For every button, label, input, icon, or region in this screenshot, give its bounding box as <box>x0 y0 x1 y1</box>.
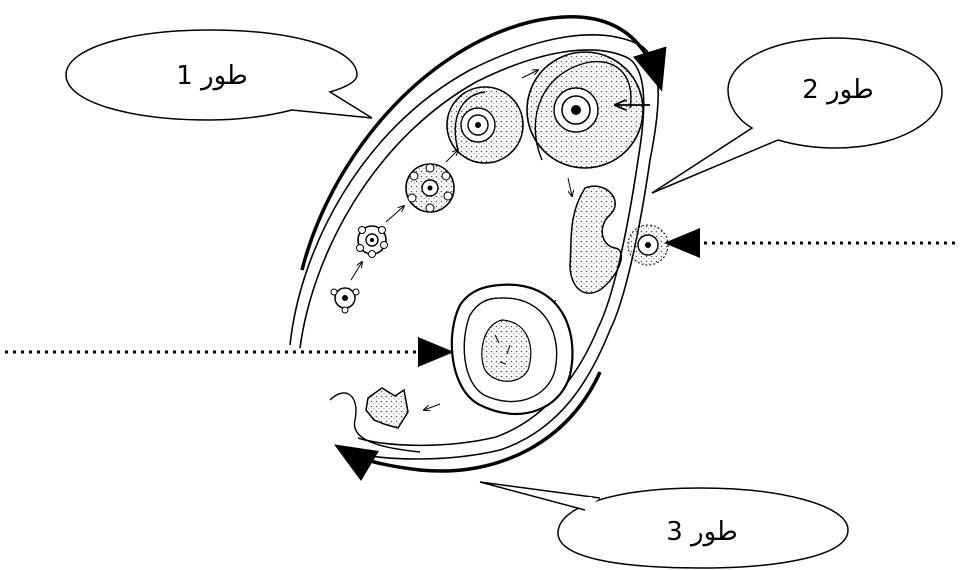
graafian-follicle <box>527 52 643 168</box>
primary-follicle <box>357 226 388 258</box>
secondary-follicle <box>406 164 454 212</box>
tertiary-follicle <box>447 87 523 163</box>
phase-1-callout: طور 1 <box>66 30 372 120</box>
phase-3-label: طور 3 <box>666 517 738 547</box>
phase-2-callout: طور 2 <box>652 38 942 193</box>
primordial-follicle <box>331 288 359 313</box>
corpus-luteum <box>452 285 573 414</box>
ruptured-follicle <box>570 186 621 293</box>
corpus-albicans <box>366 388 408 428</box>
ovulated-oocyte <box>628 225 668 265</box>
phase-2-label: طور 2 <box>802 75 874 105</box>
phase-1-label: طور 1 <box>176 61 248 91</box>
phase-3-callout: طور 3 <box>480 482 848 568</box>
